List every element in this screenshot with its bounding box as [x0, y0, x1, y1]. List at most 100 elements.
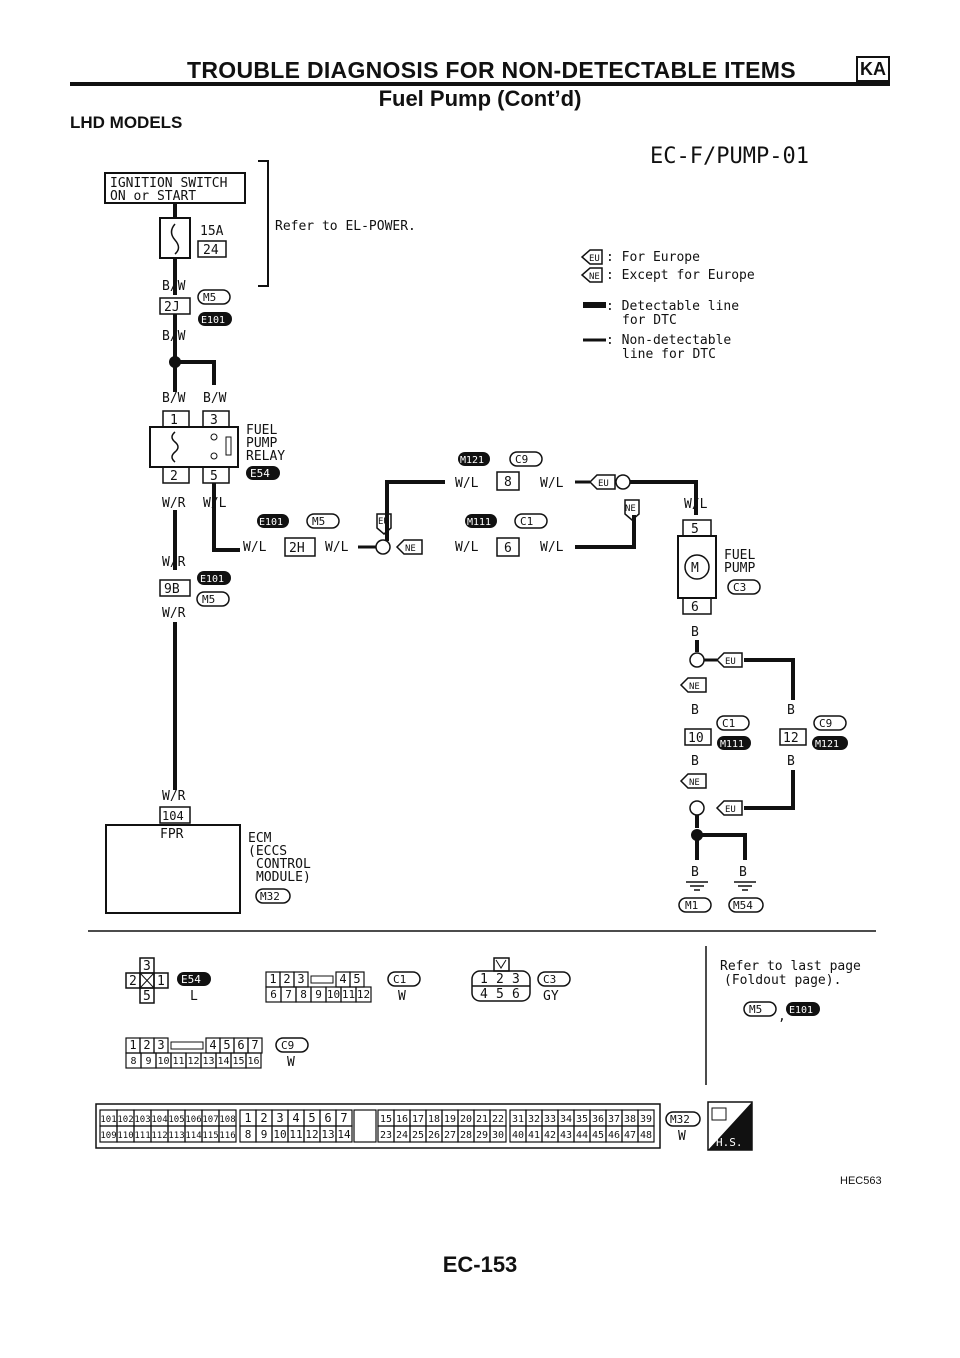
tag-c1-3 [387, 971, 421, 987]
wire-splice-relay-3 [175, 360, 216, 385]
m32d-pin-46: 46 [608, 1130, 620, 1141]
m32c-pin-30: 30 [492, 1130, 504, 1141]
wire-color-wl-5: W/L [540, 476, 564, 491]
m32d-pin-37: 37 [608, 1114, 620, 1125]
ecm-label-1: ECM [248, 831, 272, 846]
m32a-pin-109: 109 [100, 1131, 116, 1141]
legend-ne-text: : Except for Europe [606, 268, 755, 283]
svg-text:2: 2 [129, 974, 137, 989]
m32b-pin-1: 1 [244, 1111, 251, 1125]
tag-m1 [678, 897, 712, 913]
tag-m121-label: M121 [460, 455, 484, 466]
connector-2h-label: 2H [289, 541, 305, 556]
m32-color: W [678, 1129, 686, 1144]
m32b-pin-8: 8 [245, 1128, 252, 1141]
eu-tag-1 [376, 513, 392, 535]
wire-color-b-3: B [787, 703, 795, 718]
tag-m111-1-label: M111 [467, 517, 491, 528]
wire-color-wl-7: W/L [455, 540, 479, 555]
m32c-pin-22: 22 [492, 1114, 504, 1125]
m32b-pin-7: 7 [340, 1111, 347, 1125]
wire-eu-pump [630, 480, 698, 515]
tag-m5-2-label: M5 [312, 515, 325, 528]
c9-pin-2: 2 [143, 1038, 150, 1052]
relay-pin-1 [162, 410, 190, 428]
connector-2h [284, 537, 316, 557]
svg-text:1: 1 [480, 972, 488, 987]
m32c-pin-18: 18 [428, 1114, 440, 1125]
c9-pin-15: 15 [232, 1056, 244, 1067]
tag-m5-3 [196, 591, 230, 607]
fuse-number: 24 [203, 243, 219, 258]
tag-c1-2 [716, 715, 750, 731]
c9-pin-7: 7 [251, 1038, 258, 1052]
connector-6 [496, 537, 520, 557]
header-title: TROUBLE DIAGNOSIS FOR NON-DETECTABLE ITE… [187, 57, 796, 83]
ne-tag-3-label: NE [689, 682, 700, 692]
c9-pin-16: 16 [247, 1056, 259, 1067]
tag-m5-4 [743, 1001, 777, 1017]
wire-color-bw-4: B/W [203, 391, 227, 406]
tag-m111-1 [465, 514, 497, 528]
tag-c9-1-label: C9 [515, 453, 528, 466]
c9-pin-13: 13 [202, 1056, 214, 1067]
power-bracket [258, 160, 269, 287]
legend-nondetectable-2: line for DTC [622, 347, 716, 362]
tag-c3-1 [727, 579, 761, 595]
wire-color-wr-2: W/R [162, 555, 186, 570]
svg-text:1: 1 [157, 974, 165, 989]
c9-pin-12: 12 [187, 1056, 199, 1067]
wire-eu3-c9 [744, 658, 795, 700]
tag-c1-1 [514, 513, 548, 529]
legend-detectable-2: for DTC [622, 313, 677, 328]
tag-c3-2 [537, 971, 571, 987]
ne-tag-4-label: NE [689, 778, 700, 788]
tag-c3-2-label: C3 [543, 973, 556, 986]
ignition-line-2: ON or START [110, 189, 196, 204]
m32c-pin-15: 15 [380, 1114, 392, 1125]
fuse-element [170, 223, 180, 255]
m32c-pin-16: 16 [396, 1114, 408, 1125]
tag-e54-label: E54 [250, 467, 270, 480]
m32d-pin-35: 35 [576, 1114, 588, 1125]
tag-m5-1 [197, 289, 231, 305]
m32b-pin-2: 2 [260, 1111, 267, 1125]
tag-m121 [458, 452, 490, 466]
relay-contact-a [210, 433, 218, 441]
ecm-fpr-label: FPR [160, 827, 184, 842]
model-badge: KA [856, 56, 890, 82]
wire-color-wl-2: W/L [243, 540, 267, 555]
m32d-pin-34: 34 [560, 1114, 572, 1125]
relay-label-1: FUEL [246, 423, 277, 438]
refer-last-1: Refer to last page [720, 959, 861, 974]
tag-e101-1-label: E101 [201, 315, 225, 326]
ne-tag-2-label: NE [625, 504, 636, 514]
wire-color-wr-1: W/R [162, 496, 186, 511]
m32c-pin-29: 29 [476, 1130, 488, 1141]
m32d-pin-38: 38 [624, 1114, 636, 1125]
refer-last-2: (Foldout page). [724, 973, 841, 988]
m32c-pin-19: 19 [444, 1114, 456, 1125]
relay-coil [171, 431, 179, 463]
m32a-pin-103: 103 [134, 1115, 150, 1125]
c1-pin-5: 5 [353, 972, 360, 986]
section-title: LHD MODELS [70, 113, 183, 132]
c9-pin-5: 5 [223, 1038, 230, 1052]
tag-e54-2-label: E54 [181, 973, 201, 986]
m32c-pin-20: 20 [460, 1114, 472, 1125]
tag-e101-4 [786, 1002, 820, 1016]
splice-open-2 [615, 474, 631, 490]
page-number: EC-153 [442, 1252, 518, 1277]
m32b-pin-13: 13 [321, 1128, 334, 1141]
relay-pin-2 [162, 466, 190, 484]
wire-color-b-2: B [691, 703, 699, 718]
header-subtitle: Fuel Pump (Cont’d) [378, 86, 582, 111]
svg-text:3: 3 [143, 959, 151, 974]
c1-pin-12: 12 [357, 988, 370, 1001]
eu-tag-3-label: EU [725, 657, 736, 667]
c1-pin-11: 11 [342, 988, 355, 1001]
m32b-pin-4: 4 [292, 1111, 299, 1125]
fuel-pump-relay-body [149, 426, 239, 468]
m32d-pin-41: 41 [528, 1130, 540, 1141]
m32d-pin-44: 44 [576, 1130, 588, 1141]
